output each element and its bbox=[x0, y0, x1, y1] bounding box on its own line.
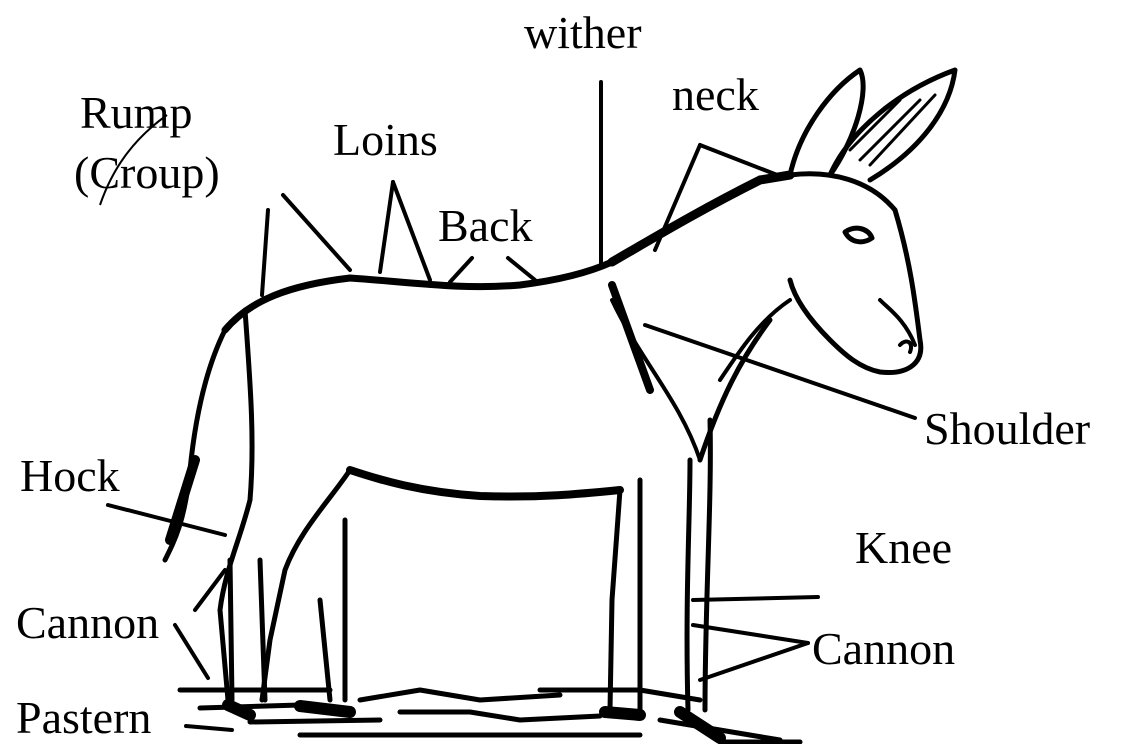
knee-leader bbox=[693, 597, 818, 600]
label-pastern: Pastern bbox=[16, 695, 151, 741]
pastern-leader bbox=[186, 726, 232, 730]
eye bbox=[845, 228, 872, 242]
label-knee: Knee bbox=[855, 525, 952, 571]
ear-right bbox=[830, 70, 955, 180]
belly-line bbox=[350, 470, 620, 497]
croup-strike bbox=[92, 110, 172, 210]
shoulder-mark bbox=[612, 285, 650, 390]
label-back: Back bbox=[438, 203, 533, 249]
label-cannon-rear: Cannon bbox=[16, 600, 159, 646]
front-leg-1 bbox=[610, 490, 620, 710]
label-wither: wither bbox=[524, 10, 642, 56]
back-leader-b bbox=[508, 258, 535, 280]
ear-left bbox=[790, 70, 863, 175]
front-leg-3 bbox=[687, 460, 690, 710]
cannon-front-leader-a bbox=[693, 625, 808, 643]
neck-leader-a bbox=[700, 145, 785, 178]
label-neck: neck bbox=[672, 72, 759, 118]
hind-leg-2 bbox=[230, 520, 345, 700]
label-cannon-front: Cannon bbox=[812, 626, 955, 672]
label-croup: (Croup) bbox=[74, 150, 220, 196]
hind-leg-outer bbox=[220, 310, 252, 700]
back-line bbox=[225, 262, 612, 330]
label-shoulder: Shoulder bbox=[924, 406, 1090, 452]
label-loins: Loins bbox=[333, 117, 438, 163]
loins-leader-b bbox=[393, 182, 430, 280]
hock-leader bbox=[108, 505, 225, 535]
loins-leader-a bbox=[380, 182, 393, 272]
rump-leader-b bbox=[262, 210, 268, 295]
muzzle bbox=[880, 300, 915, 345]
rump-leader-a bbox=[283, 195, 350, 270]
cannon-front-leader-b bbox=[700, 643, 808, 680]
back-leader-a bbox=[450, 258, 472, 282]
front-leg-4 bbox=[705, 420, 710, 710]
cannon-rear-leader-a bbox=[175, 625, 208, 678]
nostril bbox=[900, 341, 911, 352]
hind-leg-inner bbox=[262, 470, 350, 700]
mane bbox=[612, 175, 790, 262]
neck-leader-b bbox=[655, 145, 700, 250]
label-hock: Hock bbox=[20, 453, 120, 499]
